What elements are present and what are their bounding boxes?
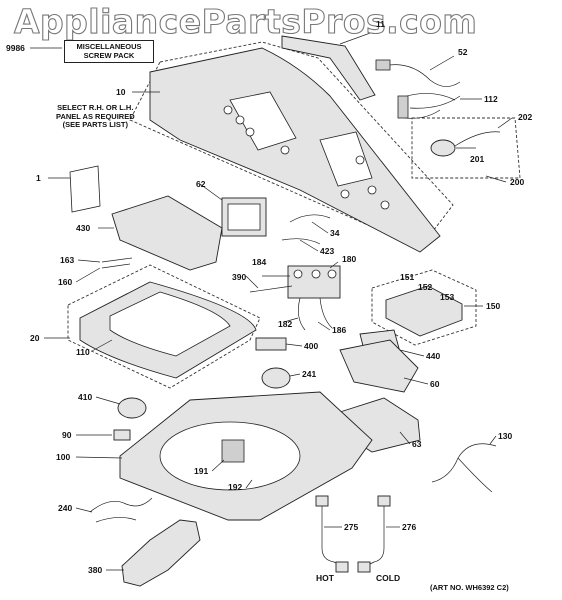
part-410 (117, 397, 147, 419)
part-241 (261, 367, 291, 389)
harness-240 (89, 497, 153, 523)
callout-151: 151 (400, 272, 415, 282)
callout-160: 160 (58, 277, 73, 287)
side-panel-note-text: SELECT R.H. OR L.H. PANEL AS REQUIRED (S… (56, 103, 135, 130)
part-90 (113, 429, 131, 441)
switch-201 (430, 139, 456, 157)
callout-52: 52 (458, 47, 468, 57)
callout-430: 430 (76, 223, 91, 233)
callout-100: 100 (56, 452, 71, 462)
callout-202: 202 (518, 112, 533, 122)
callout-11: 11 (376, 19, 385, 29)
callout-182: 182 (278, 319, 293, 329)
callout-241: 241 (302, 369, 317, 379)
watermark: AppliancePartsPros.com (13, 1, 478, 41)
harness-112 (399, 93, 461, 119)
callout-423: 423 (320, 246, 335, 256)
art-number: (ART NO. WH6392 C2) (430, 583, 509, 592)
harness-group-outline (411, 117, 521, 179)
literature-1 (69, 165, 101, 213)
callout-163: 163 (60, 255, 75, 265)
water-valve-180 (287, 265, 341, 299)
hot-label: HOT (316, 573, 334, 583)
leader-lines (30, 27, 513, 571)
callout-63: 63 (412, 439, 422, 449)
callout-110: 110 (76, 347, 90, 357)
callout-192: 192 (228, 482, 243, 492)
part-400 (255, 337, 287, 351)
callout-440: 440 (426, 351, 441, 361)
screw-pack-label: MISCELLANEOUS SCREW PACK (76, 42, 142, 60)
callout-152: 152 (418, 282, 433, 292)
screw-pack-note: MISCELLANEOUS SCREW PACK (64, 40, 154, 64)
cold-label: COLD (376, 573, 401, 583)
callout-380: 380 (88, 565, 103, 575)
callout-20: 20 (30, 333, 40, 343)
callout-200: 200 (510, 177, 525, 187)
callout-400: 400 (304, 341, 319, 351)
callout-240: 240 (58, 503, 73, 513)
lid-group-outline (67, 264, 261, 389)
housing-430 (111, 195, 223, 271)
control-panel-backsplash (149, 47, 441, 253)
control-panel-group-outline (129, 41, 454, 249)
callout-60: 60 (430, 379, 440, 389)
callout-390: 390 (232, 272, 247, 282)
dispenser-group-outline (371, 269, 477, 346)
callout-62: 62 (196, 179, 206, 189)
part-191 (221, 439, 245, 463)
callout-201: 201 (470, 154, 485, 164)
hose-275 (321, 500, 343, 567)
callout-90: 90 (62, 430, 72, 440)
backsplash-trim (281, 35, 376, 101)
callout-10: 10 (116, 87, 126, 97)
callout-275: 275 (344, 522, 359, 532)
connector-112 (397, 95, 409, 119)
side-panel-note: SELECT R.H. OR L.H. PANEL AS REQUIRED (S… (56, 103, 135, 130)
callout-112: 112 (484, 94, 498, 104)
module-60 (339, 339, 419, 393)
part-380 (121, 519, 201, 587)
hose-276 (365, 500, 385, 567)
callout-180: 180 (342, 254, 357, 264)
callout-410: 410 (78, 392, 93, 402)
callout-184: 184 (252, 257, 267, 267)
callout-153: 153 (440, 292, 455, 302)
callout-9986: 9986 (6, 43, 25, 53)
callout-1: 1 (36, 173, 41, 183)
callout-150: 150 (486, 301, 501, 311)
connector-52 (375, 59, 391, 71)
dispenser-150 (385, 285, 463, 337)
callout-34: 34 (330, 228, 340, 238)
callout-276: 276 (402, 522, 417, 532)
power-cord-130 (431, 443, 497, 493)
callout-191: 191 (194, 466, 209, 476)
callout-130: 130 (498, 431, 513, 441)
callout-186: 186 (332, 325, 347, 335)
harness-52 (382, 64, 461, 87)
